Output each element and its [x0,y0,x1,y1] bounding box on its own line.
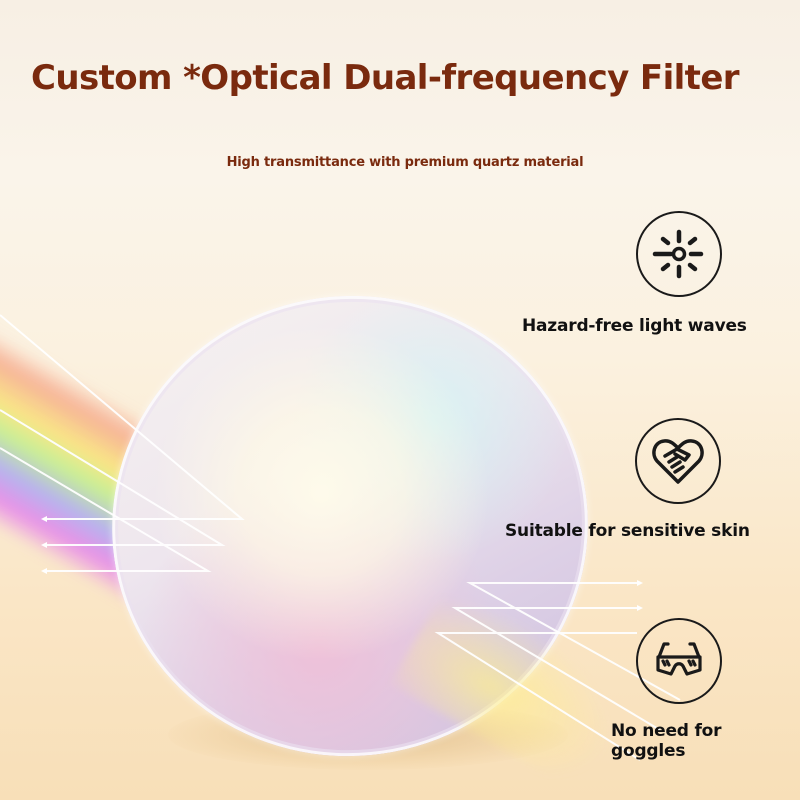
feature-no-goggles-icon-badge [636,618,722,704]
page-title: Custom *Optical Dual-frequency Filter [31,58,740,98]
feature-label-hazard-free: Hazard-free light waves [522,316,747,336]
goggles-icon [656,642,702,676]
feature-label-sensitive-skin: Suitable for sensitive skin [505,521,750,541]
light-emitter-icon [652,229,704,279]
feature-sensitive-skin-icon-badge [635,418,721,504]
heart-handshake-icon [652,439,704,484]
feature-hazard-free-icon-badge [636,211,722,297]
page-subtitle: High transmittance with premium quartz m… [226,155,584,170]
feature-label-no-goggles-line1: No need for [611,721,722,741]
feature-label-no-goggles-line2: goggles [611,741,686,761]
